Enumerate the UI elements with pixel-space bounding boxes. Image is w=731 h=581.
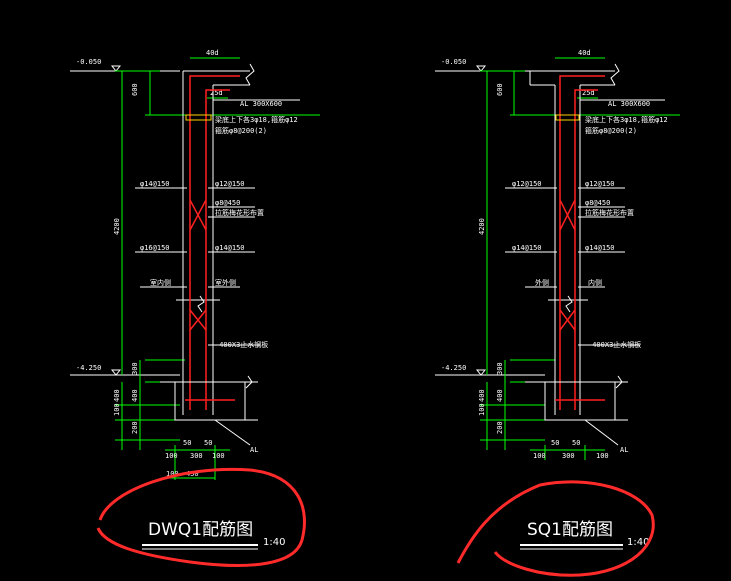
dim-300: 300 bbox=[496, 362, 504, 375]
vertical-dimensions bbox=[115, 70, 320, 450]
base-dim-5: 100 bbox=[212, 452, 225, 460]
level-top-mark: -0.050 bbox=[435, 58, 545, 72]
beam-note-2: 箍筋φ8@200(2) bbox=[585, 126, 637, 135]
dim-200: 200 bbox=[496, 421, 504, 434]
beam-hatch bbox=[555, 114, 580, 121]
base-dim-4: 50 bbox=[572, 439, 580, 447]
dim-200: 200 bbox=[131, 421, 139, 434]
dim-100: 100 bbox=[478, 403, 486, 416]
level-bottom-mark: -4.250 bbox=[435, 364, 545, 376]
bar-right-1: φ12@150 bbox=[585, 180, 615, 188]
bar-left-1: φ12@150 bbox=[512, 180, 542, 188]
level-bottom-mark: -4.250 bbox=[70, 364, 180, 376]
level-bottom: -4.250 bbox=[76, 364, 101, 372]
side-right: 内侧 bbox=[588, 278, 602, 287]
drawing-title: DWQ1配筋图 bbox=[148, 520, 253, 540]
level-top: -0.050 bbox=[441, 58, 466, 66]
base-al: AL bbox=[250, 446, 258, 454]
tie-note: 拉筋梅花形布置 bbox=[585, 208, 634, 217]
beam-label: AL 300X600 bbox=[608, 100, 650, 108]
base-footing bbox=[525, 375, 628, 446]
base-footing bbox=[160, 375, 258, 446]
dwq1-detail: -0.050 -4.250 600 4200 300 400 400 100 2… bbox=[70, 49, 320, 567]
annotation-circle bbox=[456, 480, 655, 577]
base-dim-5: 100 bbox=[596, 452, 609, 460]
wall-rebar bbox=[559, 75, 605, 410]
base-dimensions bbox=[530, 445, 605, 460]
beam-label: AL 300X600 bbox=[240, 100, 282, 108]
bar-left-2: φ16@150 bbox=[140, 244, 170, 252]
wall-outline bbox=[176, 63, 255, 415]
dim-25d: 25d bbox=[210, 89, 223, 97]
bar-right-1: φ12@150 bbox=[215, 180, 245, 188]
bar-right-2: φ14@150 bbox=[215, 244, 245, 252]
beam-note-1: 梁底上下各3φ18,箍筋φ12 bbox=[215, 115, 298, 124]
wall-rebar bbox=[189, 75, 240, 410]
dim-600: 600 bbox=[131, 83, 139, 96]
dim-400-a: 400 bbox=[478, 389, 486, 402]
dim-40d: 40d bbox=[578, 49, 591, 57]
base-dim-450: 450 bbox=[186, 470, 199, 478]
dim-4200: 4200 bbox=[113, 218, 121, 235]
sq1-detail: -0.050 -4.250 600 4200 300 400 400 100 2… bbox=[435, 49, 680, 577]
dim-4200: 4200 bbox=[478, 218, 486, 235]
level-top: -0.050 bbox=[76, 58, 101, 66]
dim-400-a: 400 bbox=[113, 389, 121, 402]
bar-right-2: φ14@150 bbox=[585, 244, 615, 252]
beam-note-2: 箍筋φ8@200(2) bbox=[215, 126, 267, 135]
level-top-mark: -0.050 bbox=[70, 58, 180, 72]
dim-600: 600 bbox=[496, 83, 504, 96]
scale-label: 1:40 bbox=[627, 537, 649, 548]
base-dim-4: 50 bbox=[204, 439, 212, 447]
drawing-title: SQ1配筋图 bbox=[527, 520, 613, 540]
annotation-circle bbox=[96, 467, 306, 567]
base-al: AL bbox=[620, 446, 628, 454]
base-dim-3: 300 bbox=[190, 452, 203, 460]
beam-note-1: 梁底上下各3φ18,箍筋φ12 bbox=[585, 115, 668, 124]
wall-outline bbox=[529, 63, 620, 415]
base-dim-100b: 100 bbox=[166, 470, 179, 478]
side-left: 室内侧 bbox=[150, 278, 171, 287]
tie-note: 拉筋梅花形布置 bbox=[215, 208, 264, 217]
base-dim-3: 300 bbox=[562, 452, 575, 460]
side-left: 外侧 bbox=[535, 278, 549, 287]
dim-300: 300 bbox=[131, 362, 139, 375]
side-right: 室外侧 bbox=[215, 278, 236, 287]
base-dim-2: 50 bbox=[551, 439, 559, 447]
waterstop: -400X3止水钢板 bbox=[588, 340, 641, 349]
bar-tie: φ8@450 bbox=[215, 199, 240, 207]
dim-400-b: 400 bbox=[496, 389, 504, 402]
dim-400-b: 400 bbox=[131, 389, 139, 402]
leaders bbox=[505, 99, 665, 346]
bar-left-2: φ14@150 bbox=[512, 244, 542, 252]
waterstop: -400X3止水钢板 bbox=[215, 340, 268, 349]
base-dim-1: 100 bbox=[533, 452, 546, 460]
dim-25d: 25d bbox=[582, 89, 595, 97]
bar-tie: φ8@450 bbox=[585, 199, 610, 207]
scale-label: 1:40 bbox=[263, 537, 285, 548]
beam-hatch bbox=[185, 114, 212, 121]
leaders bbox=[135, 99, 300, 346]
base-dim-2: 50 bbox=[183, 439, 191, 447]
dim-40d: 40d bbox=[206, 49, 219, 57]
bar-left-1: φ14@150 bbox=[140, 180, 170, 188]
level-bottom: -4.250 bbox=[441, 364, 466, 372]
vertical-dimensions bbox=[480, 70, 680, 450]
dim-100: 100 bbox=[113, 403, 121, 416]
base-dim-1: 100 bbox=[165, 452, 178, 460]
